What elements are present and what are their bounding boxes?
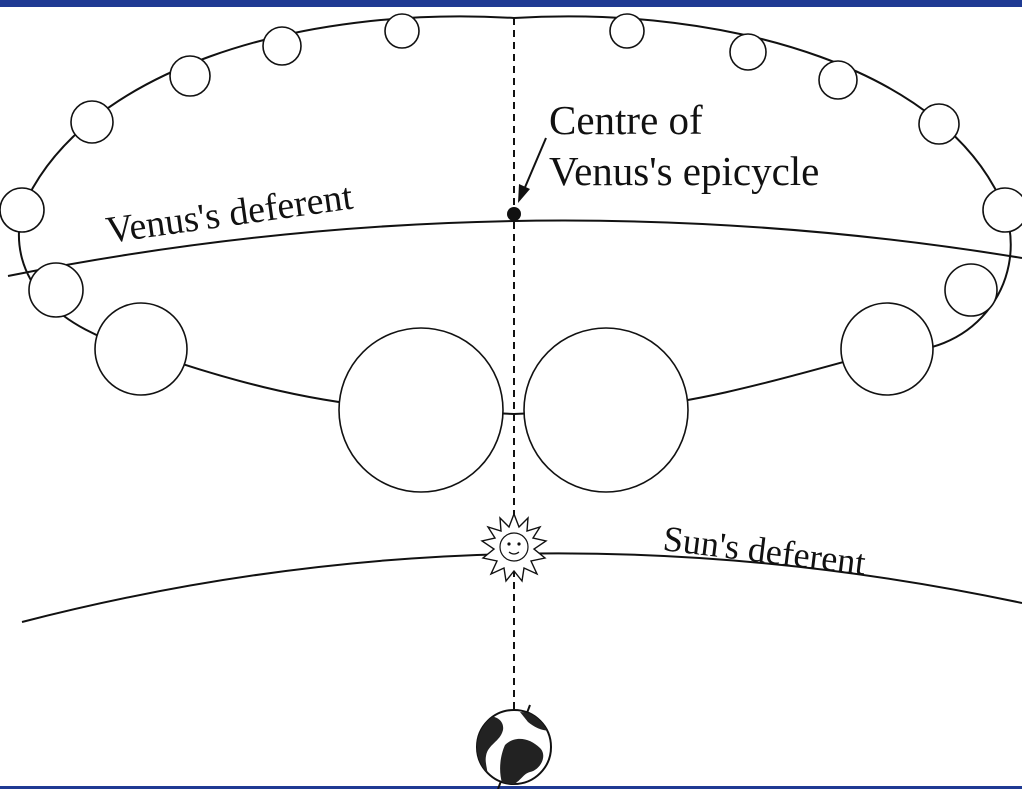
venus-position	[982, 187, 1022, 233]
venus-position	[609, 13, 645, 49]
venus-position	[818, 60, 858, 100]
sun-deferent-label: Sun's deferent	[661, 518, 868, 582]
venus-deferent-arc	[7, 219, 1022, 277]
venus-position	[840, 302, 934, 396]
venus-position	[94, 302, 188, 396]
earth-icon	[476, 704, 552, 789]
top-frame-bar	[0, 0, 1022, 7]
venus-position	[70, 100, 114, 144]
centre-label-line1: Centre of	[549, 97, 703, 143]
venus-position	[944, 263, 998, 317]
venus-position	[523, 327, 689, 493]
venus-position	[338, 327, 504, 493]
centre-label-line2: Venus's epicycle	[549, 148, 819, 194]
epicycle-centre-dot	[507, 207, 521, 221]
centre-arrow	[518, 137, 547, 203]
venus-position	[729, 33, 767, 71]
bottom-frame-bar	[0, 786, 1022, 789]
venus-position	[384, 13, 420, 49]
venus-position	[0, 187, 45, 233]
venus-position	[28, 262, 84, 318]
venus-position	[918, 103, 960, 145]
sun-icon	[480, 512, 548, 583]
venus-positions	[0, 13, 1022, 493]
venus-position	[169, 55, 211, 97]
venus-position	[262, 26, 302, 66]
